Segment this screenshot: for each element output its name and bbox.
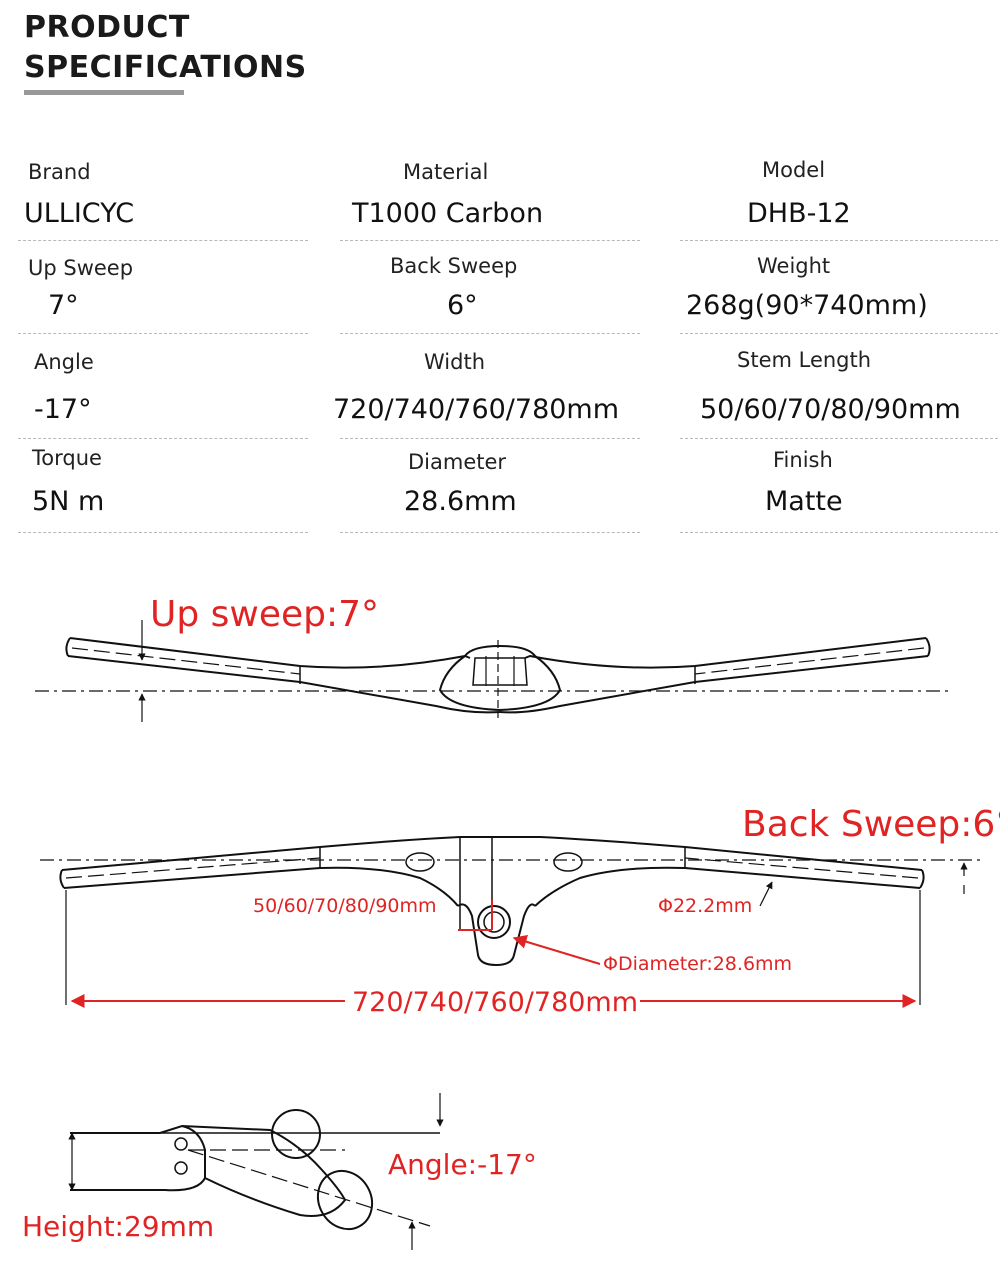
- front-stem-body: [438, 644, 562, 712]
- side-steerer-bottom: [316, 1169, 374, 1231]
- spec-value-diameter: 28.6mm: [404, 486, 517, 517]
- top-view: [40, 836, 985, 1005]
- clamp-diameter-annotation: ΦDiameter:28.6mm: [603, 953, 792, 975]
- spec-divider: [680, 532, 998, 533]
- bolt-right: [553, 852, 583, 872]
- heading-line-2: SPECIFICATIONS: [24, 50, 307, 85]
- side-view: [68, 1093, 444, 1250]
- heading-line-1: PRODUCT: [24, 10, 190, 45]
- spec-divider: [680, 240, 998, 241]
- spec-value-model: DHB-12: [747, 198, 851, 229]
- bolt-left: [405, 852, 435, 872]
- spec-value-width: 720/740/760/780mm: [333, 394, 620, 425]
- spec-value-back-sweep: 6°: [447, 290, 478, 321]
- top-bar-front-edge: [61, 836, 923, 871]
- spec-value-brand: ULLICYC: [24, 198, 135, 229]
- spec-divider: [340, 438, 640, 439]
- front-bar-right-bottom: [499, 655, 929, 714]
- spec-value-weight: 268g(90*740mm): [686, 290, 928, 321]
- spec-label-finish: Finish: [773, 448, 833, 472]
- up-sweep-annotation: Up sweep:7°: [150, 594, 379, 635]
- side-stem-body: [181, 1125, 347, 1217]
- top-bar-rear-right: [534, 866, 921, 907]
- front-stem-face: [472, 657, 528, 686]
- height-annotation: Height:29mm: [22, 1210, 214, 1243]
- spec-label-torque: Torque: [32, 446, 102, 470]
- spec-label-width: Width: [424, 350, 486, 374]
- top-view-annotations: [70, 900, 917, 1008]
- side-bolt-bottom: [174, 1161, 188, 1175]
- spec-value-material: T1000 Carbon: [352, 198, 544, 229]
- spec-label-angle: Angle: [34, 350, 94, 374]
- angle-annotation: Angle:-17°: [388, 1148, 537, 1181]
- spec-label-back-sweep: Back Sweep: [390, 254, 518, 278]
- stem-length-annotation: 50/60/70/80/90mm: [253, 895, 437, 917]
- front-bar-left-top: [69, 637, 471, 669]
- spec-divider: [680, 333, 998, 334]
- top-bar-rear-left: [63, 866, 459, 907]
- front-bar-right-top: [524, 637, 927, 669]
- side-steerer-top: [271, 1109, 321, 1159]
- spec-label-brand: Brand: [28, 160, 91, 184]
- spec-divider: [18, 333, 308, 334]
- top-clamp-inner: [483, 911, 505, 933]
- spec-label-model: Model: [762, 158, 826, 182]
- spec-divider: [340, 532, 640, 533]
- spec-value-up-sweep: 7°: [48, 290, 79, 321]
- spec-label-material: Material: [403, 160, 489, 184]
- spec-divider: [18, 532, 308, 533]
- spec-value-torque: 5N m: [32, 486, 105, 517]
- spec-value-finish: Matte: [765, 486, 843, 517]
- bar-end-diameter-annotation: Φ22.2mm: [658, 895, 752, 917]
- spec-value-stem-length: 50/60/70/80/90mm: [700, 394, 961, 425]
- spec-label-stem-length: Stem Length: [737, 348, 872, 372]
- spec-divider: [680, 438, 998, 439]
- handlebar-diagrams: Up sweep:7°: [0, 560, 1000, 1266]
- top-stem-body: [457, 903, 536, 967]
- side-bolt-top: [174, 1137, 188, 1151]
- spec-label-up-sweep: Up Sweep: [28, 256, 134, 280]
- width-annotation: 720/740/760/780mm: [352, 987, 638, 1018]
- side-stem-clamp: [159, 1124, 206, 1192]
- front-view: [35, 620, 948, 722]
- handlebar-drawing: Up sweep:7°: [22, 594, 1000, 1250]
- front-bar-left-bottom: [67, 655, 501, 714]
- spec-divider: [340, 333, 640, 334]
- heading-underline: [24, 90, 184, 95]
- page-heading: PRODUCT SPECIFICATIONS: [24, 8, 307, 88]
- spec-label-weight: Weight: [757, 254, 831, 278]
- spec-divider: [340, 240, 640, 241]
- spec-label-diameter: Diameter: [408, 450, 507, 474]
- spec-divider: [18, 240, 308, 241]
- back-sweep-annotation: Back Sweep:6°: [742, 804, 1000, 845]
- spec-value-angle: -17°: [34, 394, 92, 425]
- top-clamp-outer: [477, 905, 511, 939]
- spec-divider: [18, 438, 308, 439]
